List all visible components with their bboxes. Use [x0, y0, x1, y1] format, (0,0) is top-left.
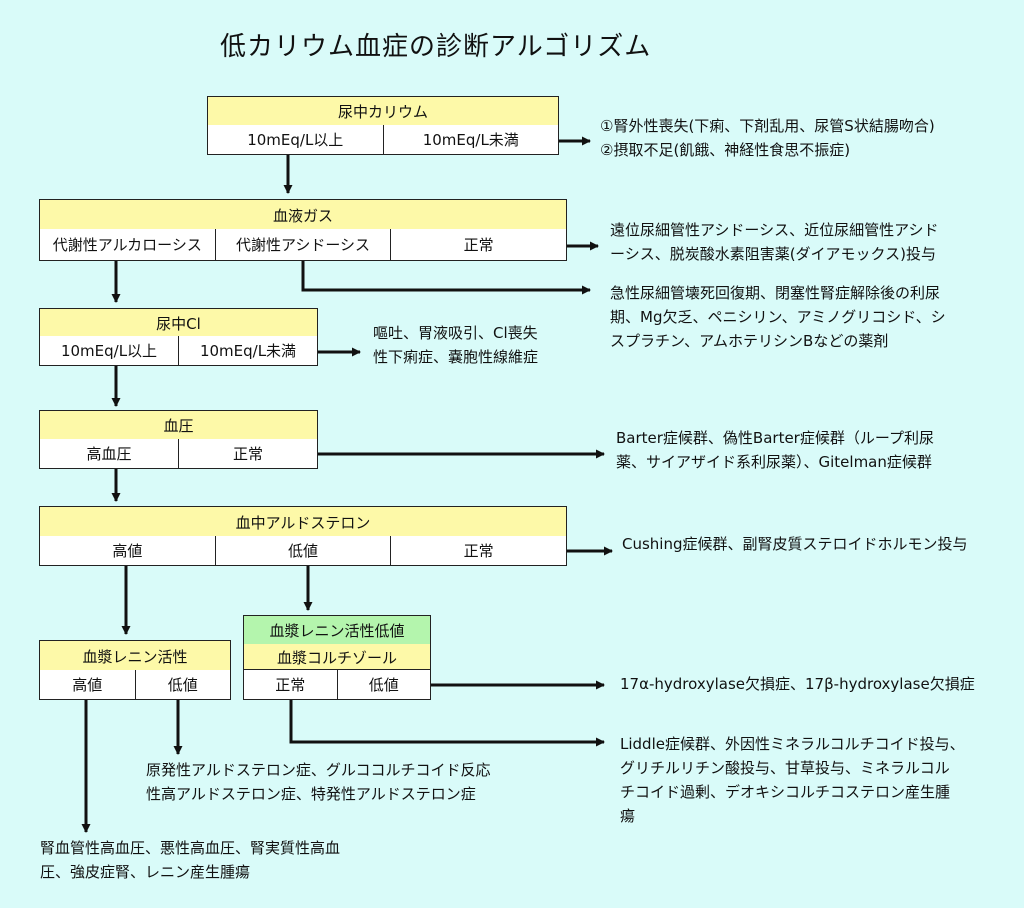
urine-k-header: 尿中カリウム	[208, 97, 558, 127]
note-extrarenal: ①腎外性喪失(下痢、下剤乱用、尿管S状結腸吻合) ②摂取不足(飢餓、神経性食思不…	[600, 114, 935, 162]
cortisol-header: 血漿コルチゾール	[244, 644, 430, 672]
renin-cell-high: 高値	[72, 676, 103, 694]
note-low-cl-line: 性下痢症、嚢胞性線維症	[373, 348, 539, 366]
note-extrarenal-line: ①腎外性喪失(下痢、下剤乱用、尿管S状結腸吻合)	[600, 117, 935, 135]
blood-gas-cell-normal: 正常	[390, 229, 566, 260]
note-normal-gas-line: 急性尿細管壊死回復期、閉塞性腎症解除後の利尿	[610, 284, 941, 302]
bp-box: 血圧 高血圧 正常	[39, 410, 318, 469]
bp-cell-normal: 正常	[178, 439, 317, 468]
note-normal-cortisol-line: Liddle症候群、外因性ミネラルコルチコイド投与、	[620, 735, 965, 753]
note-normal-bp-line: 薬、サイアザイド系利尿薬）、Gitelman症候群	[616, 453, 932, 471]
cortisol-cell-normal: 正常	[275, 676, 306, 694]
note-normal-gas: 急性尿細管壊死回復期、閉塞性腎症解除後の利尿 期、Mg欠乏、ペニシリン、アミノグ…	[610, 281, 946, 353]
urine-cl-box: 尿中Cl 10mEq/L以上 10mEq/L未満	[39, 308, 318, 366]
note-low-cortisol: 17α-hydroxylase欠損症、17β-hydroxylase欠損症	[620, 672, 975, 696]
note-normal-cortisol-line: グリチルリチン酸投与、甘草投与、ミネラルコル	[620, 759, 950, 777]
note-acidosis-line: 遠位尿細管性アシドーシス、近位尿細管性アシド	[610, 221, 939, 239]
urine-cl-header: 尿中Cl	[40, 309, 317, 338]
blood-gas-box: 血液ガス 代謝性アルカローシス 代謝性アシドーシス 正常	[39, 199, 567, 261]
note-normal-gas-line: スプラチン、アムホテリシンBなどの薬剤	[610, 332, 889, 350]
urine-k-box: 尿中カリウム 10mEq/L以上 10mEq/L未満	[207, 96, 559, 155]
renin-cell-low: 低値	[134, 670, 231, 699]
aldosterone-cell-normal: 正常	[390, 536, 566, 565]
note-low-cortisol-line: 17α-hydroxylase欠損症、17β-hydroxylase欠損症	[620, 675, 975, 693]
aldosterone-box: 血中アルドステロン 高値 低値 正常	[39, 506, 567, 566]
note-high-renin-line: 圧、強皮症腎、レニン産生腫瘍	[40, 863, 251, 881]
note-acidosis-line: ーシス、脱炭酸水素阻害薬(ダイアモックス)投与	[610, 245, 936, 263]
cortisol-box: 血漿レニン活性低値 血漿コルチゾール 正常 低値	[243, 615, 431, 700]
cortisol-cell-low: 低値	[336, 670, 431, 699]
urine-k-cell-low: 10mEq/L未満	[382, 125, 559, 154]
bp-header: 血圧	[40, 411, 317, 441]
urine-cl-cell-low: 10mEq/L未満	[178, 336, 317, 365]
blood-gas-header: 血液ガス	[40, 200, 566, 231]
note-low-renin-line: 原発性アルドステロン症、グルココルチコイド反応	[146, 761, 491, 779]
urine-k-cell-high: 10mEq/L以上	[247, 131, 344, 149]
aldosterone-cell-high: 高値	[112, 542, 143, 560]
aldosterone-header: 血中アルドステロン	[40, 507, 566, 538]
arrow-normal-gas	[301, 261, 591, 295]
note-normal-gas-line: 期、Mg欠乏、ペニシリン、アミノグリコシド、シ	[610, 308, 946, 326]
note-normal-cortisol-line: チコイド過剰、デオキシコルチコステロン産生腫	[620, 783, 951, 801]
note-low-cl: 嘔吐、胃液吸引、Cl喪失 性下痢症、嚢胞性線維症	[373, 321, 538, 369]
note-low-renin: 原発性アルドステロン症、グルココルチコイド反応 性高アルドステロン症、特発性アル…	[146, 758, 491, 806]
blood-gas-cell-alkalosis: 代謝性アルカローシス	[52, 236, 202, 254]
note-normal-bp: Barter症候群、偽性Barter症候群（ループ利尿 薬、サイアザイド系利尿薬…	[616, 426, 934, 474]
renin-header: 血漿レニン活性	[40, 641, 230, 672]
page-title: 低カリウム血症の診断アルゴリズム	[220, 32, 652, 62]
arrow-normal-cortisol	[289, 700, 605, 747]
note-normal-aldo-line: Cushing症候群、副腎皮質ステロイドホルモン投与	[622, 535, 968, 553]
note-extrarenal-line: ②摂取不足(飢餓、神経性食思不振症)	[600, 141, 851, 159]
note-low-renin-line: 性高アルドステロン症、特発性アルドステロン症	[146, 785, 476, 803]
note-normal-bp-line: Barter症候群、偽性Barter症候群（ループ利尿	[616, 429, 934, 447]
note-low-cl-line: 嘔吐、胃液吸引、Cl喪失	[373, 324, 538, 342]
urine-cl-cell-high: 10mEq/L以上	[60, 342, 158, 360]
note-normal-cortisol-line: 瘍	[620, 807, 636, 825]
renin-box: 血漿レニン活性 高値 低値	[39, 640, 231, 700]
cortisol-top-header: 血漿レニン活性低値	[244, 616, 430, 645]
aldosterone-cell-low: 低値	[214, 536, 391, 565]
bp-cell-hypertension: 高血圧	[86, 445, 132, 463]
note-normal-cortisol: Liddle症候群、外因性ミネラルコルチコイド投与、 グリチルリチン酸投与、甘草…	[620, 732, 965, 828]
note-high-renin: 腎血管性高血圧、悪性高血圧、腎実質性高血 圧、強皮症腎、レニン産生腫瘍	[40, 836, 340, 884]
note-high-renin-line: 腎血管性高血圧、悪性高血圧、腎実質性高血	[40, 839, 341, 857]
blood-gas-cell-acidosis: 代謝性アシドーシス	[214, 229, 391, 260]
note-normal-aldo: Cushing症候群、副腎皮質ステロイドホルモン投与	[622, 532, 968, 556]
note-acidosis: 遠位尿細管性アシドーシス、近位尿細管性アシド ーシス、脱炭酸水素阻害薬(ダイアモ…	[610, 218, 939, 266]
